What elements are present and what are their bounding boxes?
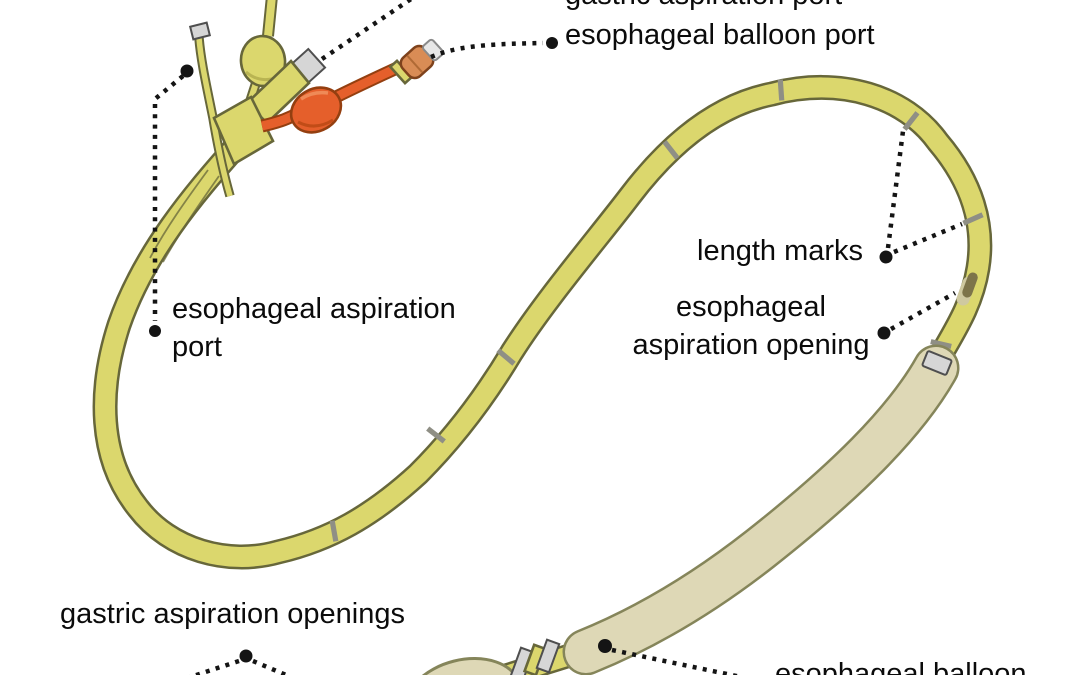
label-esophageal-aspiration-opening: esophageal aspiration opening (632, 291, 870, 361)
length-mark (426, 426, 446, 444)
length-mark (902, 111, 920, 131)
leader-gastric-aspiration-openings-right (252, 658, 292, 675)
label-length-marks: length marks (697, 235, 864, 267)
length-mark (930, 339, 952, 349)
leader-esophageal-balloon-port (430, 40, 544, 60)
esophageal-aspiration-opening-shape (956, 272, 978, 306)
connector-cap (422, 38, 444, 62)
hub-assembly (188, 0, 444, 198)
length-mark (662, 140, 680, 160)
length-marks-group (329, 79, 984, 542)
label-gastric-aspiration-openings: gastric aspiration openings (60, 598, 405, 630)
leader-esophageal-balloon (611, 647, 743, 675)
port-tip (188, 21, 212, 41)
label-esophageal-aspiration-port: esophageal aspiration port (172, 293, 456, 363)
main-tube (92, 75, 993, 570)
length-mark (777, 79, 785, 101)
lumen-seam (162, 175, 220, 263)
leader-gastric-aspiration-openings-left (189, 658, 240, 675)
balloon-neck-sleeve (921, 350, 953, 376)
leader-length-marks-1 (885, 130, 906, 249)
esophageal-balloon-port-assembly (260, 38, 444, 134)
label-esophageal-balloon: esophageal balloon (775, 658, 1027, 675)
leader-esophageal-aspiration-port (152, 74, 185, 321)
hub-block (212, 95, 275, 166)
gastric-balloon-shape (404, 657, 522, 675)
length-mark (962, 212, 984, 226)
balloon-junction-fittings (509, 638, 561, 675)
leader-lines (149, 0, 963, 675)
length-mark (496, 348, 516, 366)
leader-gastric-aspiration-port (320, 0, 414, 61)
esophageal-balloon-shape (562, 344, 960, 675)
label-esophageal-balloon-port: esophageal balloon port (565, 19, 875, 51)
leader-length-marks-2 (893, 221, 963, 255)
length-mark (329, 520, 339, 542)
leader-esophageal-aspiration-opening (889, 291, 957, 331)
label-gastric-aspiration-port: gastric aspiration port (565, 0, 842, 14)
